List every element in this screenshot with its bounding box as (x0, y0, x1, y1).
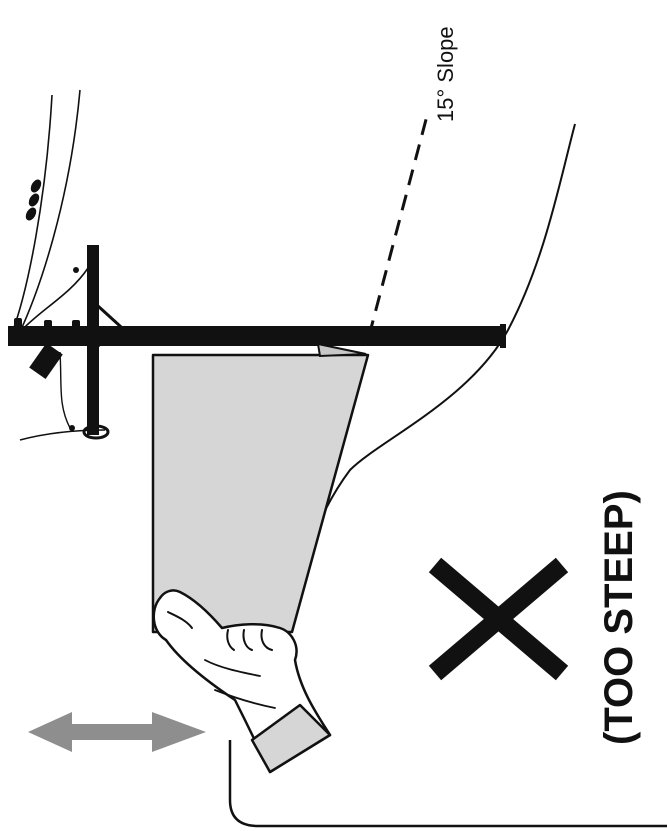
slope-reference-line (367, 111, 430, 337)
template-sheet (151, 342, 370, 634)
knuckle-line (214, 689, 276, 709)
overhead-wire (17, 89, 81, 337)
finger-line (260, 629, 273, 651)
utility-pole-illustration (8, 89, 506, 441)
overhead-wire (19, 267, 89, 333)
utility-pole (8, 326, 502, 346)
knuckle-line (204, 659, 261, 677)
sheet-body (151, 353, 370, 634)
overhead-wire (11, 94, 53, 334)
bird-icon (25, 179, 42, 221)
sheet-fold (316, 342, 367, 358)
x-mark-icon (428, 557, 569, 681)
thumb-line (167, 611, 193, 629)
finger-line (242, 629, 253, 651)
double-arrow-icon (28, 712, 206, 752)
too-steep-label: (TOO STEEP) (597, 490, 641, 745)
slope-label: 15° Slope (433, 26, 458, 122)
ground-outline (228, 740, 667, 828)
finger-line (226, 629, 235, 651)
pole-end-cap (500, 324, 506, 348)
pole-base (82, 424, 110, 440)
crossarm (87, 245, 99, 435)
sleeve-shade (250, 703, 332, 774)
drop-wire (59, 351, 71, 429)
hand-illustration (152, 589, 332, 774)
